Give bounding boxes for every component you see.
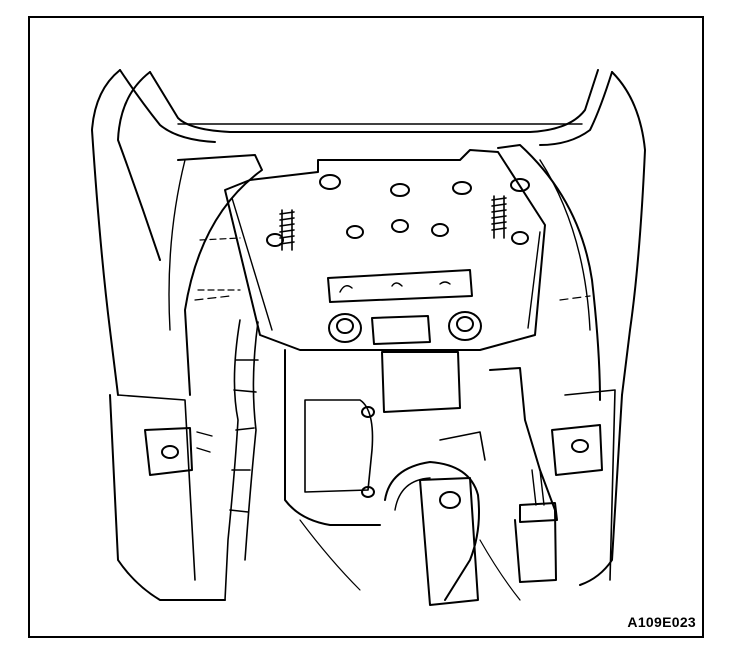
floor-lines <box>194 295 591 601</box>
left-inner-panel <box>168 154 263 396</box>
left-wiring-bundle <box>224 319 259 601</box>
round-knob <box>384 461 480 606</box>
mounting-bracket <box>224 149 546 351</box>
nut-right <box>448 311 482 341</box>
label-slot <box>327 269 473 303</box>
left-shell <box>91 69 226 601</box>
threaded-stud-left <box>279 209 295 251</box>
lower-housing <box>284 349 486 526</box>
threaded-stud-right <box>491 195 507 239</box>
diagram-frame <box>28 16 704 638</box>
right-shell <box>497 71 646 586</box>
center-tab <box>371 315 431 345</box>
right-connector <box>489 367 558 583</box>
figure-id-label: A109E023 <box>627 614 696 630</box>
nut-left <box>328 313 362 343</box>
console-top-rim <box>119 69 613 146</box>
